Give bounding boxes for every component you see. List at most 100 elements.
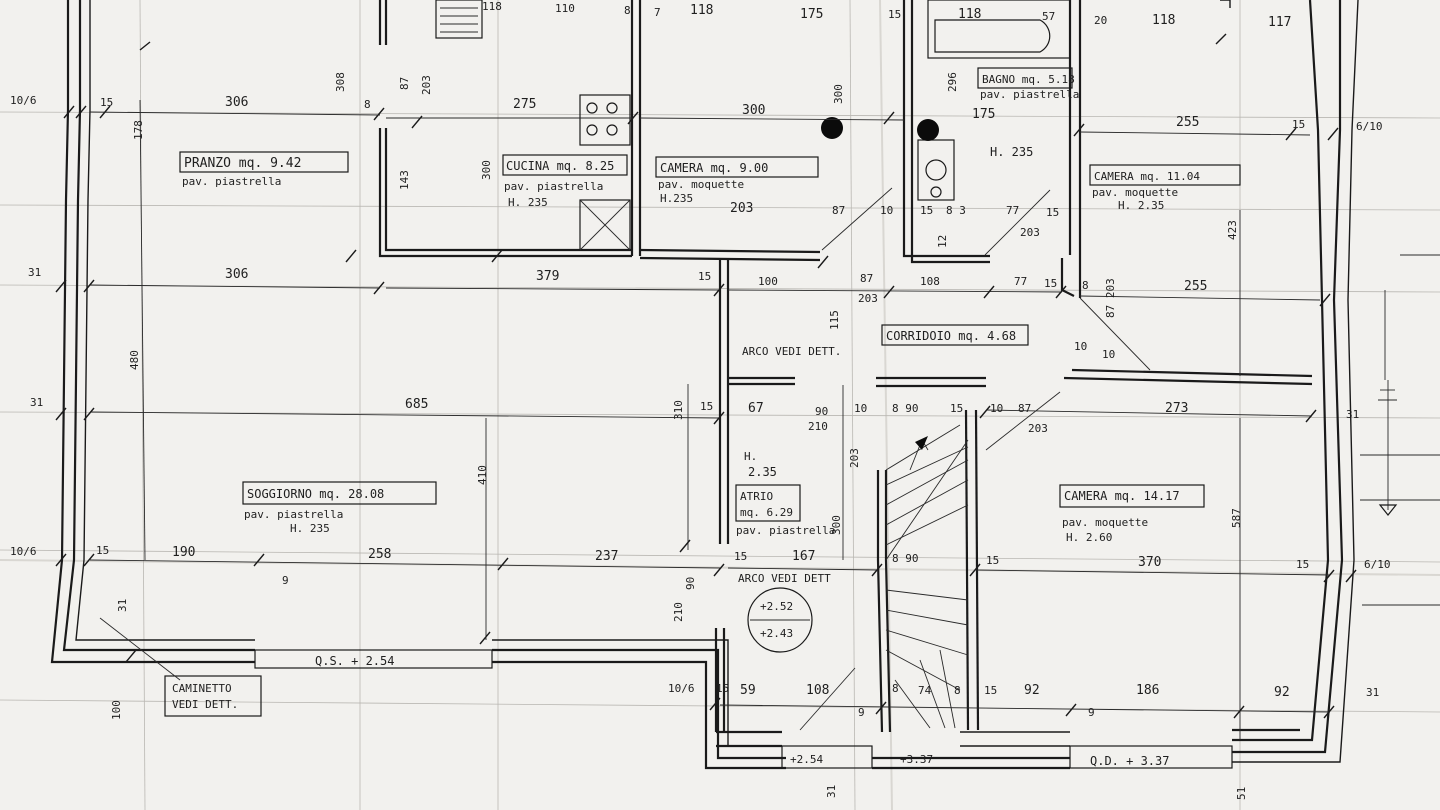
dim-label: 310 — [672, 400, 685, 420]
dim-label: 8 — [364, 98, 371, 111]
dim-label: 15 — [888, 8, 901, 21]
room-name-camera1: CAMERA mq. 9.00 — [660, 161, 768, 175]
room-floor-pranzo: pav. piastrella — [182, 175, 281, 188]
dim-label: 87 — [860, 272, 873, 285]
room-name-camera3: CAMERA mq. 14.17 — [1064, 489, 1180, 503]
dim-label: 15 — [1292, 118, 1305, 131]
label-box-pranzo — [179, 151, 349, 173]
room-name-camera2: CAMERA mq. 11.04 — [1094, 170, 1200, 183]
dim-label: 8 90 — [892, 552, 919, 565]
dim-label: 118 — [482, 0, 502, 13]
dim-label: 15 — [986, 554, 999, 567]
dim-label: 108 — [806, 683, 829, 698]
dim-label: 306 — [225, 95, 248, 110]
dim-label: 308 — [334, 72, 347, 92]
dim-label: 10 — [1074, 340, 1087, 353]
dim-label: 92 — [1274, 685, 1290, 700]
pin-hole — [821, 117, 843, 139]
dim-label: 9 — [282, 574, 289, 587]
dim-label: 6/10 — [1356, 120, 1383, 133]
dim-label: 273 — [1165, 401, 1188, 416]
dim-label: 87 — [832, 204, 845, 217]
level-circle-bottom: +2.43 — [760, 627, 793, 640]
dim-label: 15 — [100, 96, 113, 109]
room-name-cucina: CUCINA mq. 8.25 — [506, 159, 614, 173]
label-box-atrio — [735, 484, 801, 522]
dim-label: 100 — [110, 700, 123, 720]
room-name-corridoio: CORRIDOIO mq. 4.68 — [886, 329, 1016, 343]
room-floor-cucina: pav. piastrella — [504, 180, 603, 193]
room-height-label-atrio: H. — [744, 450, 757, 463]
room-name-soggiorno: SOGGIORNO mq. 28.08 — [247, 487, 384, 501]
dim-label: 258 — [368, 547, 391, 562]
dim-label: 90 — [684, 577, 697, 590]
room-floor-atrio: pav. piastrella — [736, 524, 835, 537]
dim-label: 92 — [1024, 683, 1040, 698]
room-height-atrio: 2.35 — [748, 465, 777, 479]
level-circle-top: +2.52 — [760, 600, 793, 613]
pin-hole — [917, 119, 939, 141]
note-arco-1: ARCO VEDI DETT. — [742, 345, 841, 358]
dim-label: 8 — [1082, 279, 1089, 292]
room-name-pranzo: PRANZO mq. 9.42 — [184, 156, 301, 171]
dim-label: 74 — [918, 684, 932, 697]
dim-label: 275 — [513, 97, 536, 112]
dim-label: 10 — [854, 402, 867, 415]
dim-label: 57 — [1042, 10, 1055, 23]
room-height-cucina: H. 235 — [508, 196, 548, 209]
dim-label: 186 — [1136, 683, 1159, 698]
dim-label: 685 — [405, 397, 428, 412]
dim-label: 118 — [690, 3, 713, 18]
dim-label: 203 — [848, 448, 861, 468]
dim-label: 31 — [1366, 686, 1379, 699]
paper-fold — [0, 559, 1440, 576]
dim-label: 100 — [758, 275, 778, 288]
dim-label: 203 — [1028, 422, 1048, 435]
level-marker-circle — [747, 587, 813, 653]
dim-label: 31 — [28, 266, 41, 279]
dim-label: 587 — [1230, 508, 1243, 528]
dim-label: 87 — [1018, 402, 1031, 415]
dim-label: 15 — [1046, 206, 1059, 219]
dim-label: 108 — [920, 275, 940, 288]
dim-label: 8 — [624, 4, 631, 17]
bathroom-fixtures — [917, 0, 1071, 201]
level-qd: Q.D. + 3.37 — [1090, 754, 1169, 768]
room-floor-camera1: pav. moquette — [658, 178, 744, 191]
dim-label: 15 — [700, 400, 713, 413]
dim-label: 15 — [984, 684, 997, 697]
note-arco-2: ARCO VEDI DETT — [738, 572, 831, 585]
kitchen-fixtures — [435, 0, 631, 251]
dim-label: 10 — [880, 204, 893, 217]
dim-label: 10 — [990, 402, 1003, 415]
section-marks — [1360, 254, 1440, 606]
level-step-1: +2.54 — [790, 753, 823, 766]
room-height-bagno: H. 235 — [990, 145, 1033, 159]
dim-label: 237 — [595, 549, 618, 564]
dim-label: 110 — [555, 2, 575, 15]
dim-label: 370 — [1138, 555, 1161, 570]
room-name-atrio: ATRIO — [740, 490, 773, 503]
dim-label: 255 — [1184, 279, 1207, 294]
dim-label: 59 — [740, 683, 756, 698]
dimension-labels: 118 110 8 7 118 175 15 118 57 20 118 117… — [10, 0, 1391, 800]
dim-label: 255 — [1176, 115, 1199, 130]
level-step-2: +3.37 — [900, 753, 933, 766]
dim-label: 175 — [972, 107, 995, 122]
room-floor-soggiorno: pav. piastrella — [244, 508, 343, 521]
room-floor-bagno: pav. piastrella — [980, 88, 1079, 101]
room-name-bagno: BAGNO mq. 5.18 — [982, 73, 1075, 86]
dim-label: 423 — [1226, 220, 1239, 240]
dim-label: 410 — [476, 465, 489, 485]
dim-label: 210 — [672, 602, 685, 622]
dim-label: 175 — [800, 7, 823, 22]
dim-label: 190 — [172, 545, 195, 560]
dim-label: 12 — [936, 235, 949, 248]
dim-label: 77 — [1014, 275, 1027, 288]
dim-label: 15 — [1044, 277, 1057, 290]
room-height-camera1: H.235 — [660, 192, 693, 205]
dim-label: 15 — [698, 270, 711, 283]
dim-label: 10 — [1102, 348, 1115, 361]
dim-label: 306 — [225, 267, 248, 282]
